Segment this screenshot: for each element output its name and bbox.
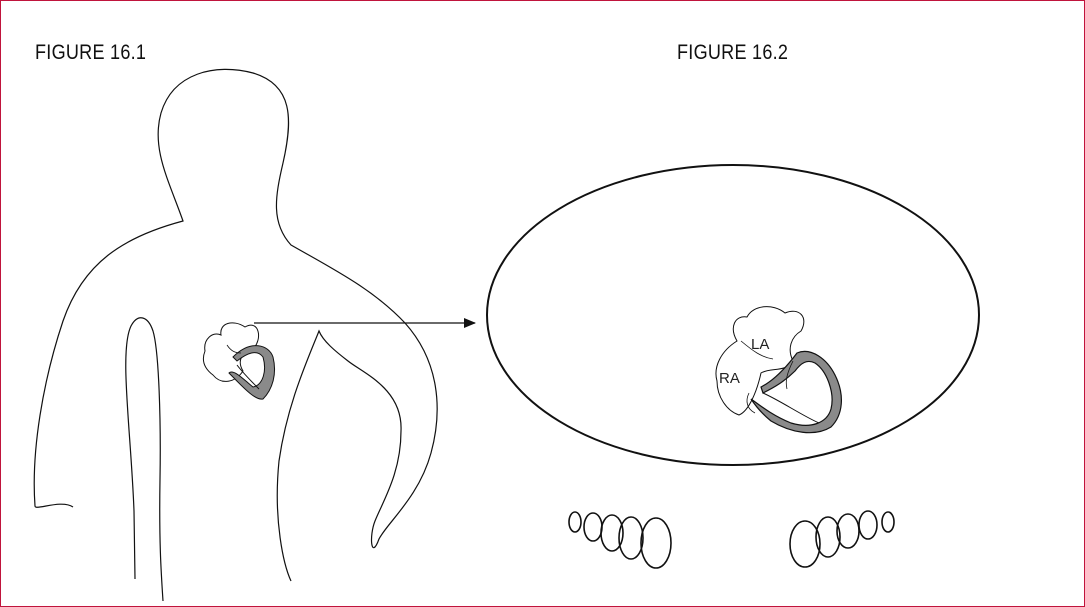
label-right-atrium: RA	[719, 370, 740, 387]
heart-small-septum	[236, 364, 260, 390]
ring	[583, 512, 603, 542]
label-left-atrium: LA	[751, 336, 769, 353]
heart-large: LA RA	[715, 306, 842, 434]
ring-group-right	[789, 510, 895, 568]
ring	[618, 516, 644, 560]
heart-small-ventricle-wall	[228, 345, 276, 400]
ring	[568, 511, 582, 533]
heart-large-septum	[762, 392, 820, 424]
ring-group-left	[568, 511, 672, 569]
torso-main-contour	[33, 68, 438, 582]
heart-small-valve	[226, 344, 242, 354]
torso-left-contour	[125, 317, 164, 602]
ring	[881, 511, 895, 533]
torso-back-contour	[34, 503, 74, 508]
figure-16-1-caption: FIGURE 16.1	[35, 41, 147, 64]
heart-large-valve-left	[785, 360, 794, 390]
ring	[815, 516, 841, 558]
heart-small	[202, 322, 276, 400]
figure-16-2-caption: FIGURE 16.2	[677, 41, 789, 64]
torso-outline	[33, 68, 438, 602]
ring	[640, 517, 672, 569]
ring	[836, 513, 860, 549]
ring	[858, 510, 878, 540]
heart-large-valve-right	[746, 392, 756, 414]
heart-large-ventricle-wall	[750, 350, 842, 434]
ring	[600, 514, 624, 552]
magnified-view-oval	[486, 164, 980, 466]
ring	[789, 520, 821, 568]
heart-large-atrial-divider	[740, 340, 774, 360]
